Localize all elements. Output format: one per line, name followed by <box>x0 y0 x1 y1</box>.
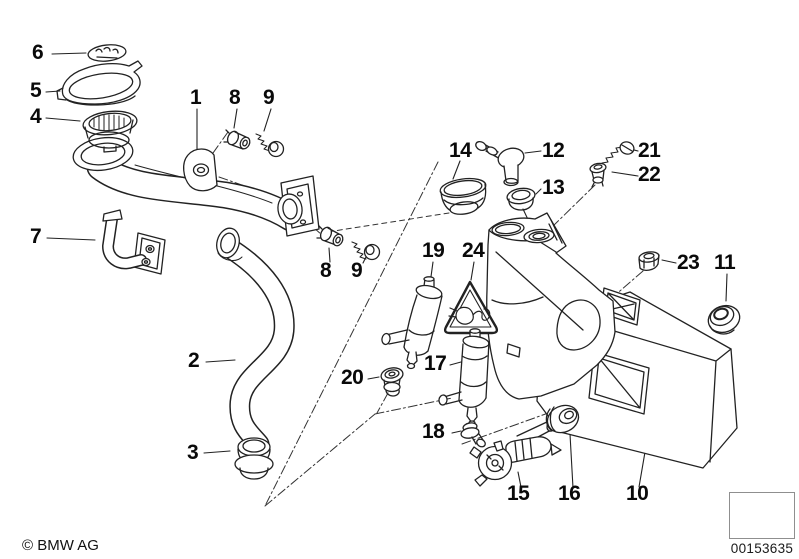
part-pump-17 <box>438 328 490 426</box>
part-label-13: 13 <box>542 176 565 199</box>
part-label-14: 14 <box>449 139 472 162</box>
part-label-3: 3 <box>187 441 199 464</box>
part-cap <box>56 60 143 106</box>
part-label-2: 2 <box>188 349 200 372</box>
part-grommet-nut-lower <box>316 225 344 247</box>
part-level-sensor <box>469 418 562 487</box>
part-filler-pipe <box>72 136 320 237</box>
part-label-23: 23 <box>677 251 700 274</box>
part-screw-lower <box>351 241 381 261</box>
part-label-7: 7 <box>30 225 42 248</box>
part-screw-upper <box>255 133 285 158</box>
part-label-15: 15 <box>507 482 530 505</box>
part-label-17: 17 <box>424 352 447 375</box>
part-elbow-18 <box>460 422 486 448</box>
part-label-12: 12 <box>542 139 565 162</box>
part-reservoir-neck <box>486 212 616 400</box>
part-grommet-20 <box>380 367 404 397</box>
direction-arrow-logo-box <box>729 492 795 539</box>
part-grommet-ring <box>506 187 536 211</box>
unplug-connector-icon <box>448 306 491 325</box>
part-label-20: 20 <box>341 366 364 389</box>
part-label-5: 5 <box>30 79 42 102</box>
part-label-21: 21 <box>638 139 661 162</box>
part-rivet-22 <box>589 162 607 188</box>
image-number: 00153635 <box>730 541 794 556</box>
part-label-18: 18 <box>422 420 445 443</box>
part-label-9-bottom: 9 <box>351 259 363 282</box>
part-label-9-top: 9 <box>263 86 275 109</box>
part-plug-16 <box>545 404 580 434</box>
part-seal-emblem <box>87 44 127 62</box>
part-grommet-11 <box>707 304 741 335</box>
part-pump-19 <box>381 276 443 370</box>
label-leader-lines <box>45 52 728 489</box>
copyright-text: © BMW AG <box>22 537 99 554</box>
part-label-19: 19 <box>422 239 445 262</box>
part-label-8-bottom: 8 <box>320 259 332 282</box>
part-screw-21 <box>601 141 635 164</box>
part-label-6: 6 <box>32 41 44 64</box>
part-label-10: 10 <box>626 482 649 505</box>
part-label-11: 11 <box>714 251 736 274</box>
part-cover-cap <box>439 177 487 215</box>
part-label-8-top: 8 <box>229 86 241 109</box>
assembly-guide-lines <box>202 131 644 507</box>
part-label-1: 1 <box>190 86 202 109</box>
part-grommet-hose <box>234 437 274 480</box>
part-label-4: 4 <box>30 105 42 128</box>
part-label-22: 22 <box>638 163 661 186</box>
part-label-24: 24 <box>462 239 485 262</box>
part-strainer <box>82 110 138 153</box>
part-nut-23 <box>638 251 660 271</box>
part-valve <box>475 140 525 187</box>
part-bracket <box>102 209 166 275</box>
part-grommet-nut-upper <box>223 129 251 150</box>
part-hose <box>216 227 295 455</box>
part-label-16: 16 <box>558 482 581 505</box>
